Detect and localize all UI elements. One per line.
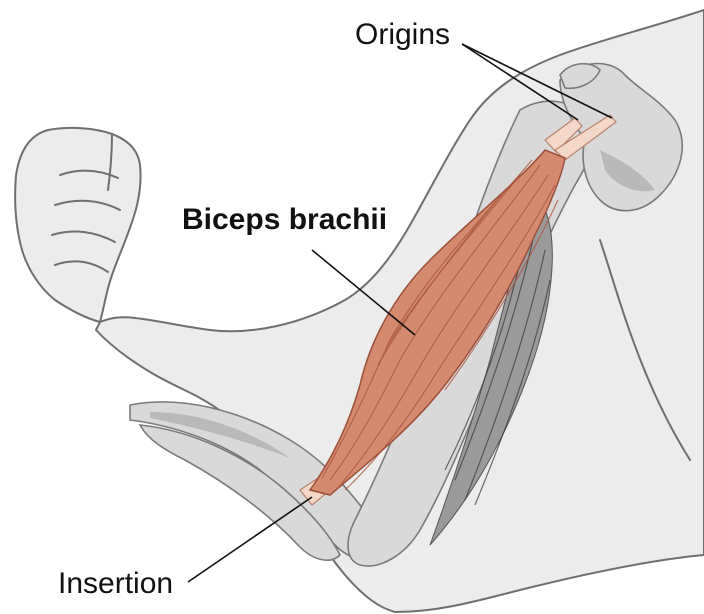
biceps-brachii-label: Biceps brachii: [182, 203, 387, 236]
insertion-label: Insertion: [58, 567, 173, 600]
origins-label: Origins: [355, 18, 450, 51]
